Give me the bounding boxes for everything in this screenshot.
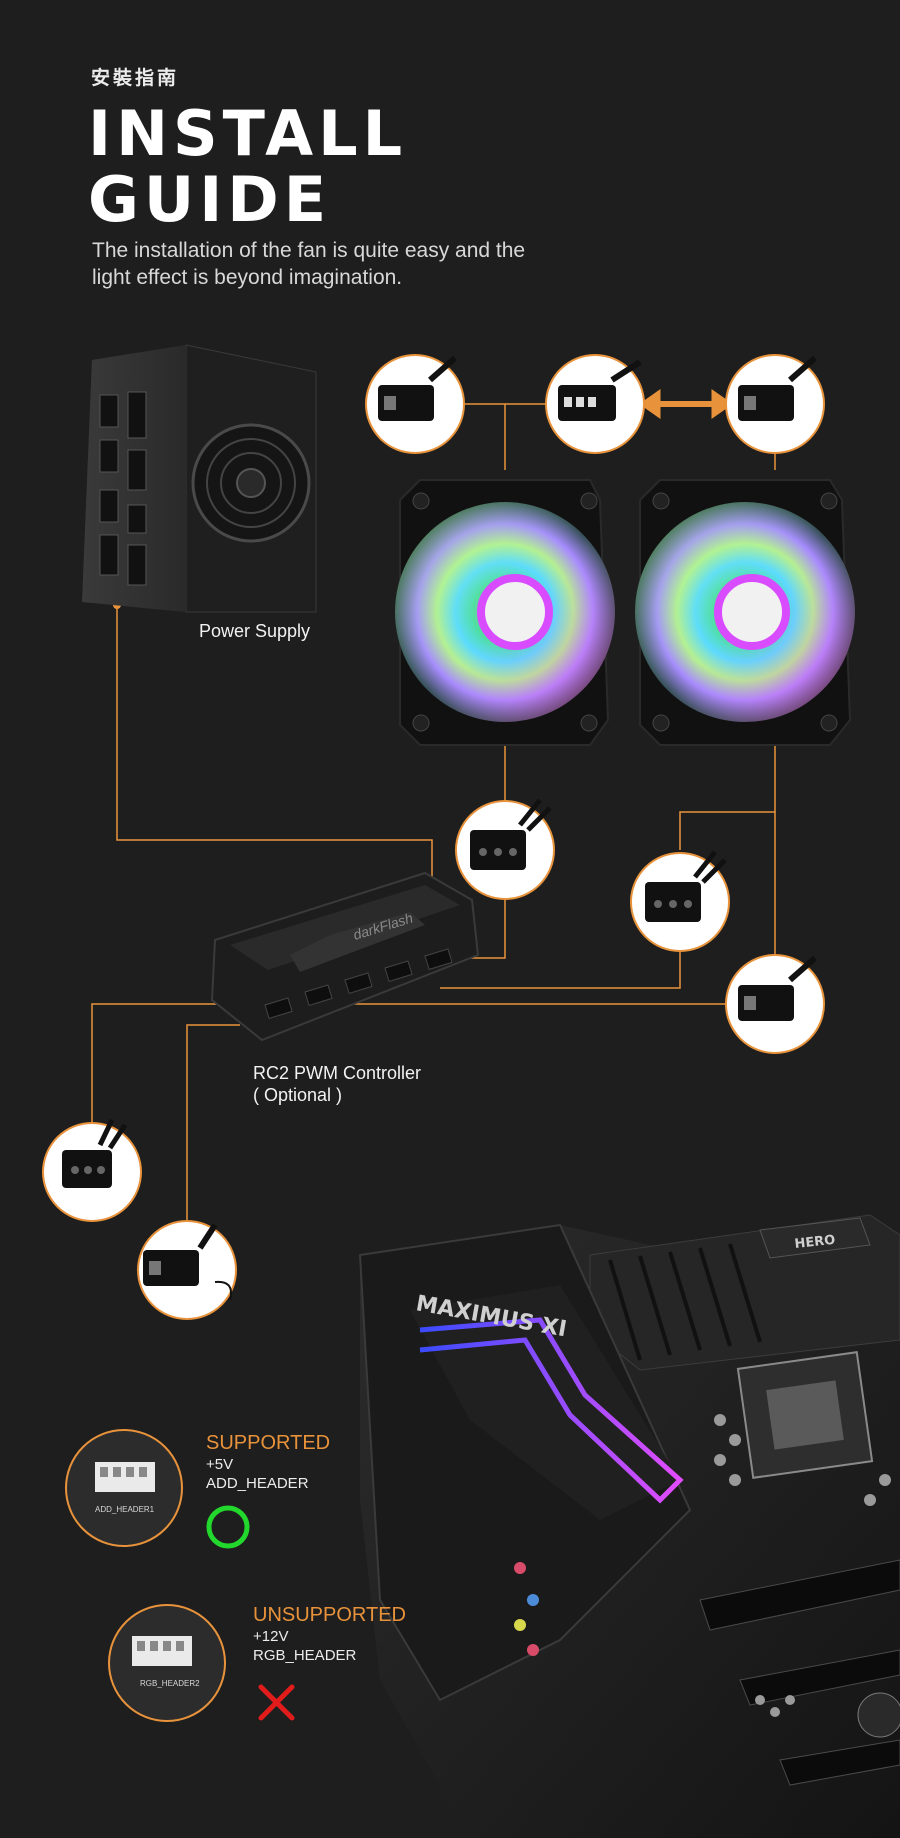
motherboard-image <box>358 1214 900 1838</box>
controller-label: RC2 PWM Controller ( Optional ) <box>253 1062 421 1106</box>
supported-voltage: +5V <box>206 1456 234 1473</box>
unsupported-header-info: UNSUPPORTED +12V RGB_HEADER <box>253 1604 406 1665</box>
subtitle-line-2: light effect is beyond imagination. <box>92 266 403 289</box>
unsupported-header-name: RGB_HEADER <box>253 1647 357 1664</box>
power-supply-label: Power Supply <box>199 621 311 641</box>
argb-connector-4 <box>725 954 825 1054</box>
double-arrow-icon <box>639 389 733 419</box>
circle-icon <box>206 1505 250 1549</box>
title-line-1: INSTALL <box>88 97 408 170</box>
add-header-pin-text: ADD_HEADER1 <box>95 1505 155 1514</box>
motherboard-badge-text: HERO <box>794 1233 836 1252</box>
cross-icon <box>258 1684 295 1721</box>
title-line-2: GUIDE <box>88 163 332 236</box>
chinese-title: 安裝指南 <box>91 67 180 89</box>
unsupported-voltage: +12V <box>253 1628 289 1645</box>
subtitle: The installation of the fan is quite eas… <box>92 237 562 291</box>
argb-connector-2 <box>545 354 645 454</box>
supported-header-info: SUPPORTED +5V ADD_HEADER <box>206 1432 330 1493</box>
fan-2-image <box>635 479 855 746</box>
argb-connector-1 <box>365 354 465 454</box>
argb-connector-5 <box>137 1220 237 1320</box>
pwm-connector-3 <box>42 1118 142 1222</box>
supported-header-name: ADD_HEADER <box>206 1475 309 1492</box>
controller-label-line-1: RC2 PWM Controller <box>253 1063 422 1083</box>
subtitle-line-1: The installation of the fan is quite eas… <box>92 239 526 262</box>
controller-hub-image <box>210 871 480 1042</box>
fan-1-image <box>395 479 615 746</box>
supported-status: SUPPORTED <box>206 1432 331 1454</box>
rgb-header-pin-text: RGB_HEADER2 <box>140 1679 200 1688</box>
rgb-header-photo <box>108 1604 226 1722</box>
controller-label-line-2: ( Optional ) <box>253 1085 343 1105</box>
power-supply-image <box>82 344 317 613</box>
unsupported-status: UNSUPPORTED <box>253 1604 406 1626</box>
argb-connector-3 <box>725 354 825 454</box>
add-header-photo <box>65 1429 183 1547</box>
pwm-connector-2 <box>630 850 730 952</box>
pwm-connector-1 <box>455 798 555 900</box>
